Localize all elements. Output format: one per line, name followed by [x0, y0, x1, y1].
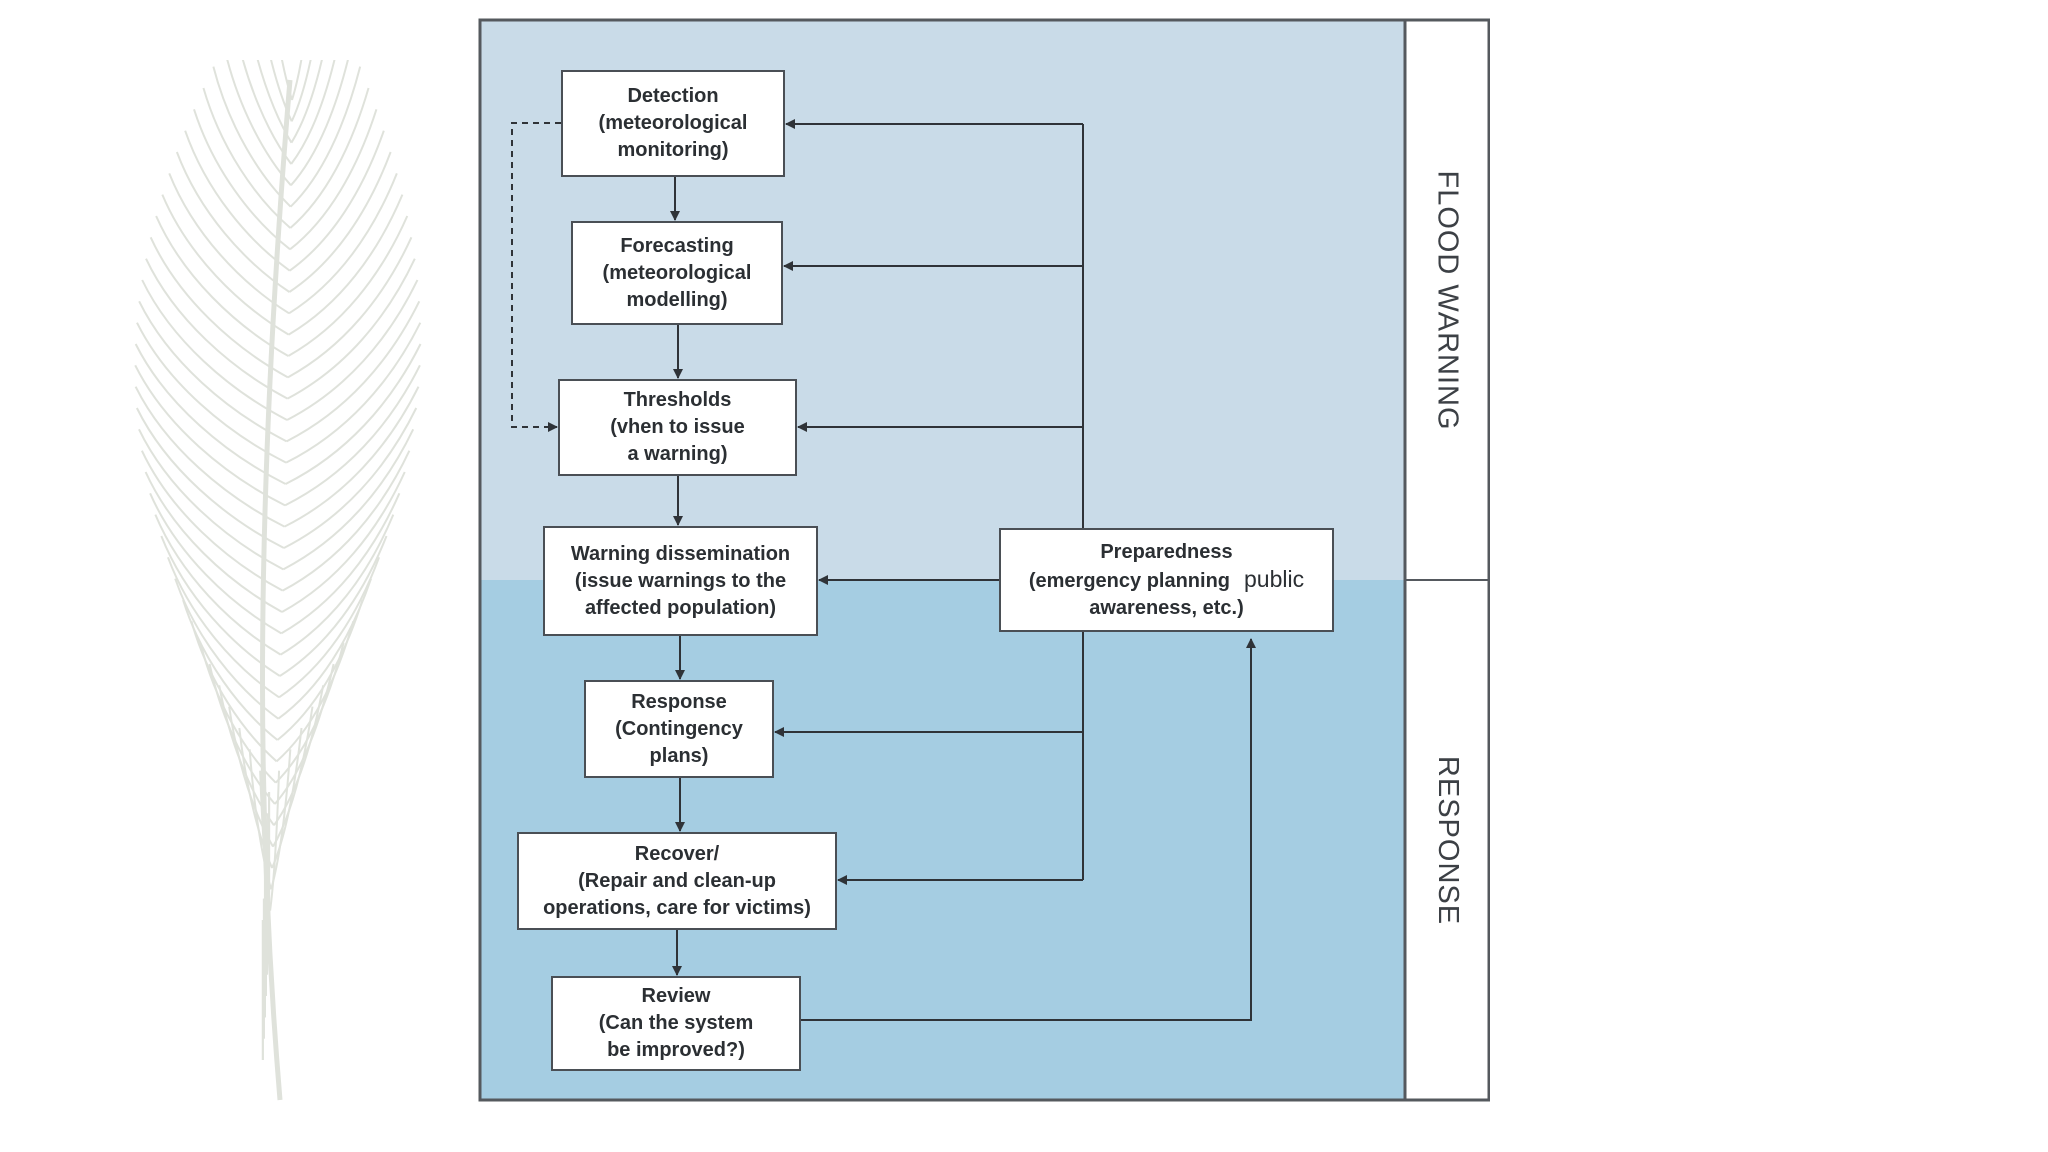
preparedness-detail-2: awareness, etc.)	[1089, 596, 1244, 619]
forecasting-detail-1: (meteorological	[602, 261, 752, 284]
preparedness-public: public	[1244, 565, 1305, 592]
review-detail-1: (Can the system	[598, 1012, 754, 1034]
recover-title: Recover/	[634, 842, 720, 865]
recover-box: Recover/ (Repair and clean-up operations…	[517, 832, 837, 930]
recover-detail-2: operations, care for victims)	[543, 896, 811, 919]
phase-label-column	[1405, 20, 1489, 1100]
arrow-detection-bypass	[511, 122, 561, 432]
dissemination-detail-1: (issue warnings to the	[574, 569, 787, 592]
thresholds-box: Thresholds (vhen to issue a warning)	[558, 379, 797, 476]
diagram-frame	[478, 18, 1490, 1102]
thresholds-title: Thresholds	[623, 389, 732, 411]
detection-detail-2: monitoring)	[617, 139, 729, 161]
flood-warning-label: FLOOD WARNING	[1432, 169, 1465, 431]
preparedness-box: Preparedness (emergency planning public a…	[999, 528, 1334, 632]
preparedness-line-2: (emergency planning public	[1029, 566, 1304, 595]
detection-detail-1: (meteorological	[598, 112, 748, 134]
dissemination-title: Warning dissemination	[570, 542, 791, 565]
forecasting-box: Forecasting (meteorological modelling)	[571, 221, 783, 325]
response-detail-1: (Contingency	[615, 717, 743, 740]
response-box: Response (Contingency plans)	[584, 680, 774, 778]
review-box: Review (Can the system be improved?)	[551, 976, 801, 1071]
preparedness-title: Preparedness	[1100, 540, 1233, 563]
arrow-review-to-preparedness	[801, 638, 1256, 1021]
dissemination-detail-2: affected population)	[584, 596, 777, 619]
review-detail-2: be improved?)	[607, 1039, 745, 1061]
response-label-cell: RESPONSE	[1405, 580, 1490, 1100]
preparedness-detail-1: (emergency planning	[1028, 569, 1231, 592]
recover-detail-1: (Repair and clean-up	[578, 869, 776, 892]
response-label: RESPONSE	[1432, 755, 1465, 925]
review-title: Review	[641, 985, 711, 1007]
detection-box: Detection (meteorological monitoring)	[561, 70, 785, 177]
flood-warning-label-cell: FLOOD WARNING	[1405, 20, 1490, 580]
thresholds-detail-2: a warning)	[627, 443, 728, 465]
feather-decoration	[134, 60, 422, 1101]
thresholds-detail-1: (vhen to issue	[610, 416, 745, 438]
warning-dissemination-box: Warning dissemination (issue warnings to…	[543, 526, 818, 636]
response-title: Response	[631, 690, 727, 713]
detection-title: Detection	[627, 85, 719, 107]
forecasting-title: Forecasting	[620, 234, 734, 257]
forecasting-detail-2: modelling)	[626, 288, 728, 311]
response-detail-2: plans)	[649, 744, 709, 767]
flood-warning-diagram	[478, 18, 1490, 1102]
